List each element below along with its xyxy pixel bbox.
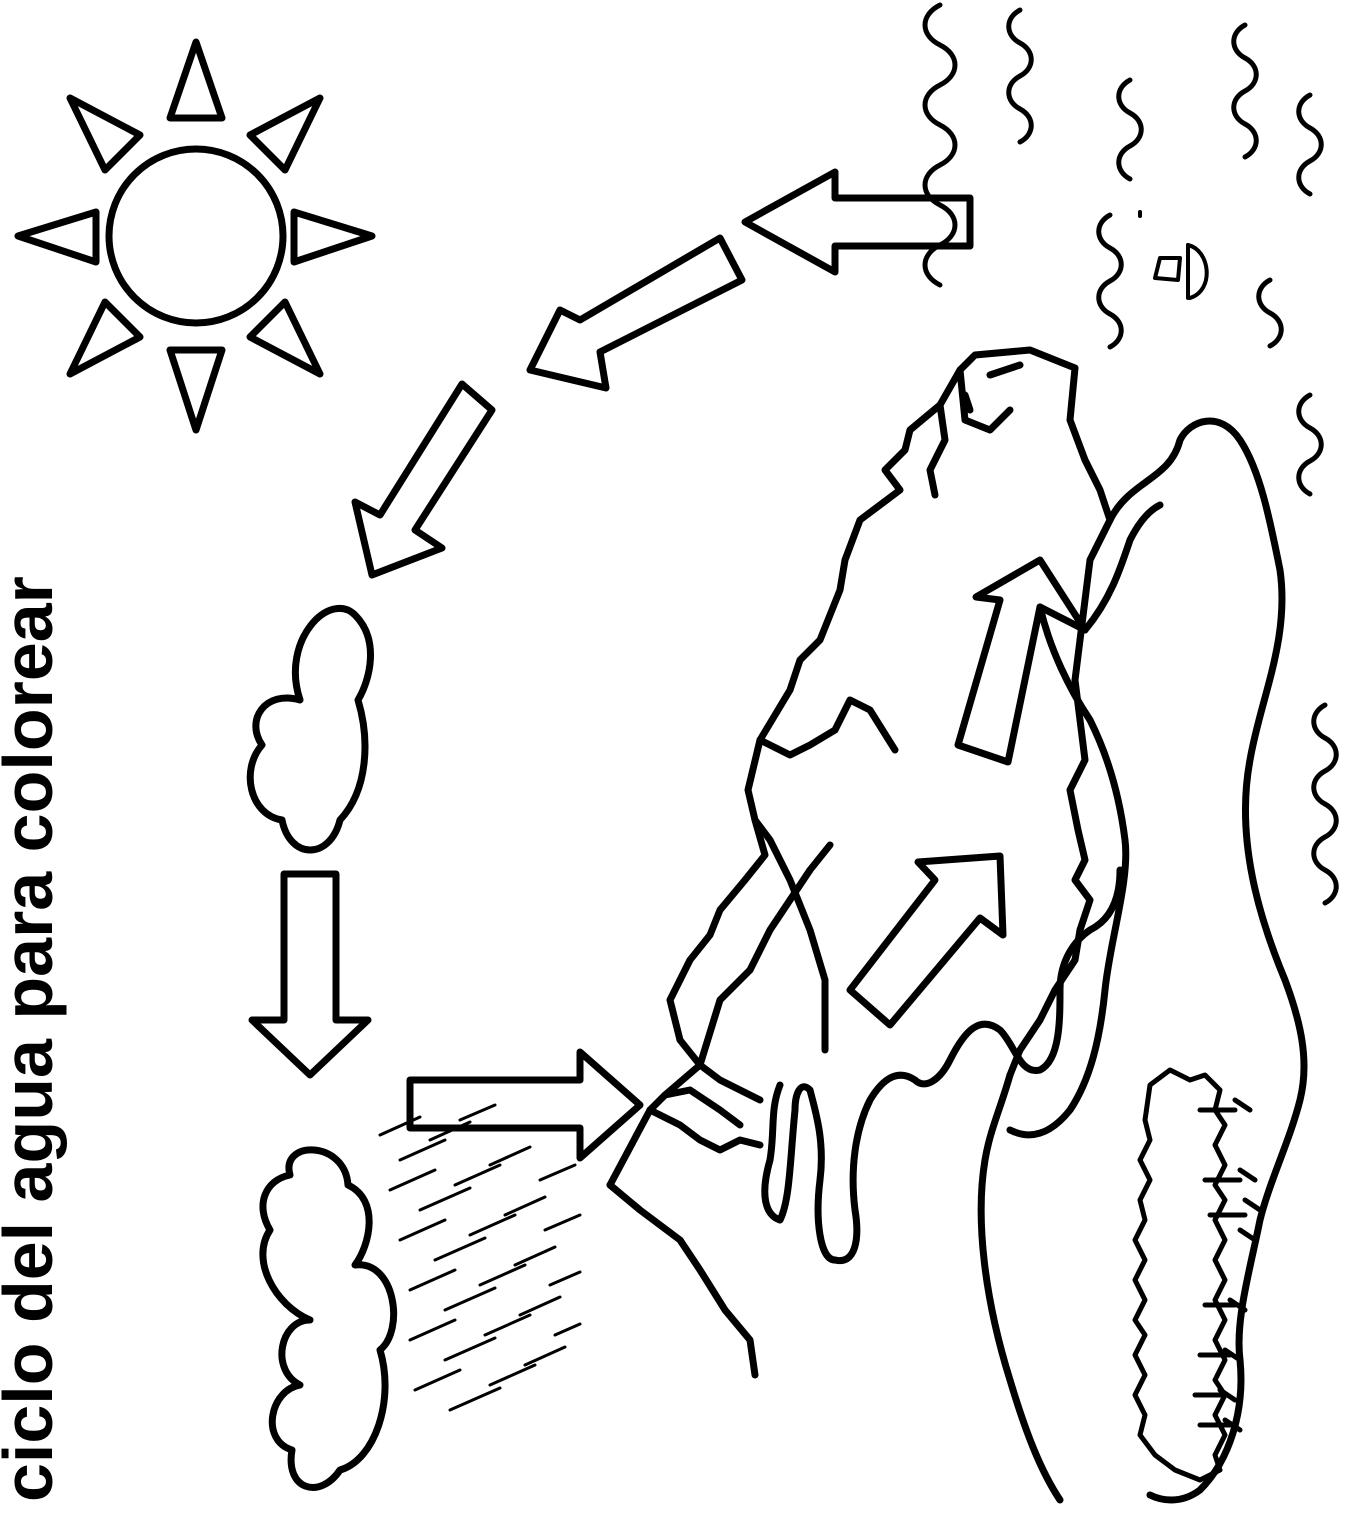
runoff-arrow-icon [410, 560, 1085, 1158]
condensation-arrow-icon [355, 238, 742, 575]
rain-cloud-icon [263, 1150, 394, 1488]
mountain-icon [610, 350, 1110, 1375]
sailboat-icon [1140, 212, 1207, 298]
cloud-icon [250, 608, 370, 850]
rain-icon [380, 1105, 580, 1410]
evaporation-arrow-icon [745, 172, 970, 272]
trees-icon [1135, 1070, 1260, 1480]
river-icon [765, 421, 1304, 1500]
sun-icon [18, 42, 372, 430]
precipitation-arrow-icon [252, 874, 368, 1075]
sea-waves-icon [925, 5, 1336, 903]
